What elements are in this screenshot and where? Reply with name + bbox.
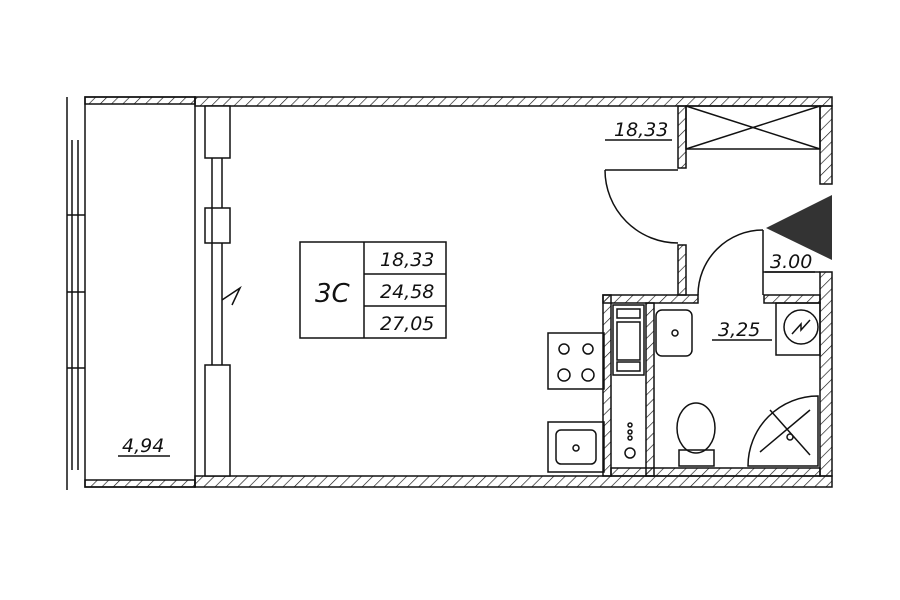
main-room-area: 18,33 xyxy=(614,119,668,141)
ventilation-shaft xyxy=(685,105,821,150)
area-with-balcony: 27,05 xyxy=(380,313,434,335)
shower-icon xyxy=(747,395,819,467)
hall-area: 3.00 xyxy=(770,251,812,273)
bathroom-door-swing xyxy=(697,229,764,296)
entrance-marker-icon xyxy=(766,195,832,260)
entry-door-swing xyxy=(604,169,679,244)
stove-icon xyxy=(547,332,605,390)
exterior-walls xyxy=(194,96,833,488)
bathroom-area: 3,25 xyxy=(718,319,760,341)
washbasin-icon xyxy=(655,309,693,357)
toilet-icon xyxy=(676,402,716,467)
meter-panel-icon xyxy=(624,422,636,459)
area-living: 18,33 xyxy=(380,249,434,271)
interior-walls xyxy=(602,105,821,477)
balcony-area: 4,94 xyxy=(122,435,164,457)
apartment-type: 3С xyxy=(315,279,351,309)
area-label-box xyxy=(299,241,447,339)
washing-machine-icon xyxy=(612,304,645,376)
kitchen-sink-icon xyxy=(547,421,605,473)
area-total: 24,58 xyxy=(380,281,434,303)
boiler-icon xyxy=(775,302,821,356)
balcony xyxy=(66,96,196,490)
